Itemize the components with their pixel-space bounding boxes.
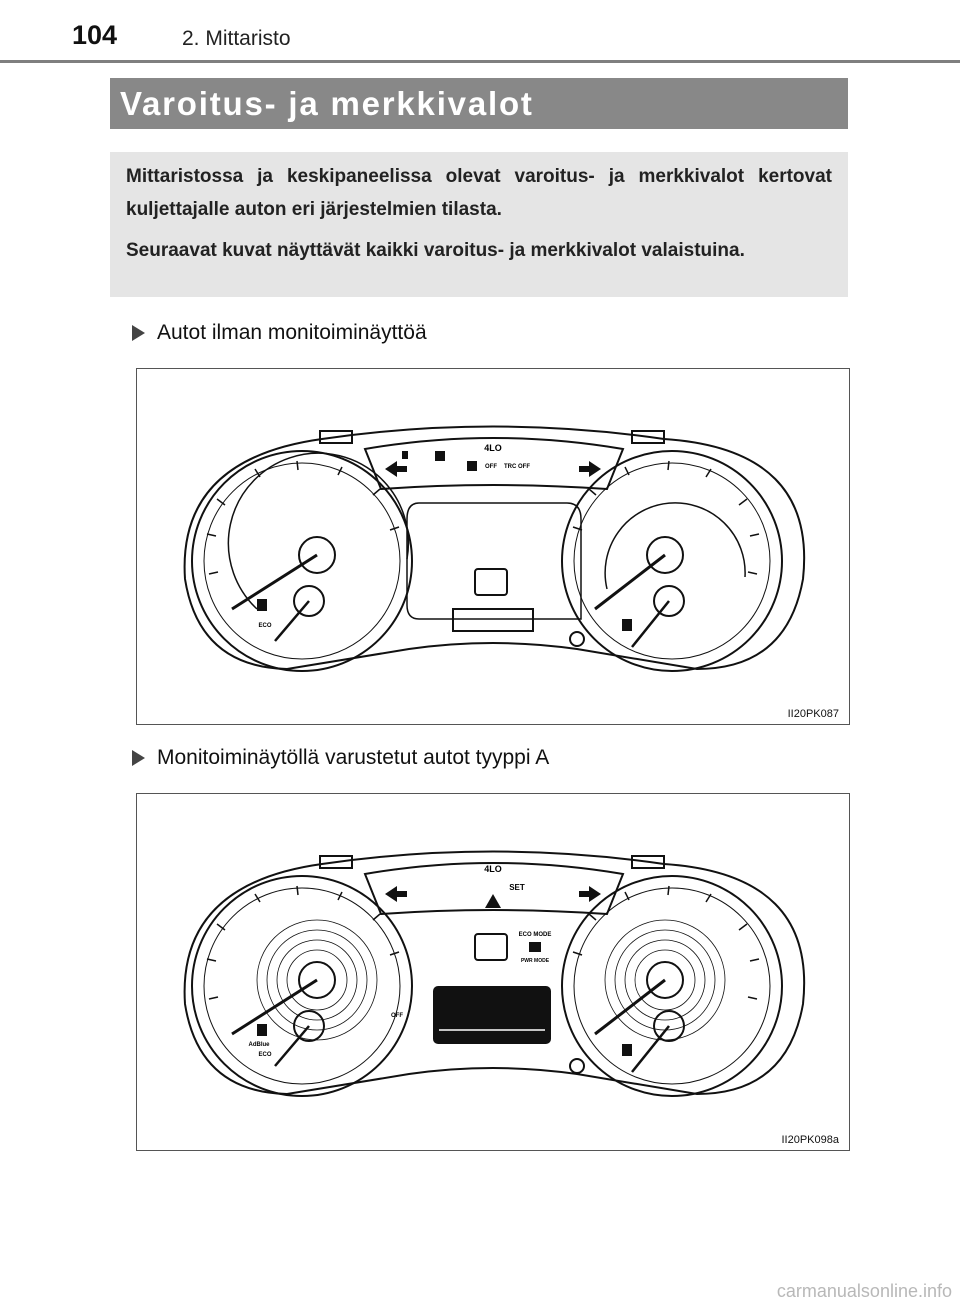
figure-1: 4LO OFF TRC OFF ECO II20PK087 <box>136 368 850 725</box>
indicator-off: OFF <box>391 1013 403 1019</box>
indicator-4lo: 4LO <box>484 443 502 453</box>
indicator-eco: ECO <box>258 623 271 629</box>
instrument-cluster-1-illustration: 4LO OFF TRC OFF ECO <box>183 425 806 672</box>
section-title: Varoitus- ja merkkivalot <box>110 78 848 129</box>
chapter-title: 2. Mittaristo <box>182 27 291 50</box>
figure-1-caption: Autot ilman monitoiminäyttöä <box>157 321 427 344</box>
figure-2-code: II20PK098a <box>781 1134 840 1146</box>
indicator-adblue: AdBlue <box>249 1042 271 1048</box>
indicator-set: SET <box>509 883 525 892</box>
figure-2: 4LO SET ECO MODE PWR MODE AdBlue ECO OFF… <box>136 793 850 1151</box>
indicator-pwr-mode: PWR MODE <box>521 958 550 964</box>
indicator-eco-mode: ECO MODE <box>519 932 552 938</box>
figure-2-caption-row: Monitoiminäytöllä varustetut autot tyypp… <box>132 746 549 770</box>
indicator-trc-off: TRC OFF <box>504 464 530 470</box>
indicator-off: OFF <box>485 464 497 470</box>
indicator-eco: ECO <box>258 1052 271 1058</box>
bullet-arrow-icon <box>132 750 145 766</box>
watermark: carmanualsonline.info <box>776 1281 952 1301</box>
intro-box: Mittaristossa ja keskipaneelissa olevat … <box>110 152 848 297</box>
figure-2-caption: Monitoiminäytöllä varustetut autot tyypp… <box>157 746 550 769</box>
bullet-arrow-icon <box>132 325 145 341</box>
indicator-4lo: 4LO <box>484 864 502 874</box>
figure-1-caption-row: Autot ilman monitoiminäyttöä <box>132 321 427 345</box>
figure-1-code: II20PK087 <box>787 708 839 720</box>
intro-paragraph-2: Seuraavat kuvat näyttävät kaikki varoitu… <box>126 240 745 261</box>
header-rule <box>0 60 960 63</box>
intro-paragraph-1: Mittaristossa ja keskipaneelissa olevat … <box>126 166 832 220</box>
instrument-cluster-2-illustration: 4LO SET ECO MODE PWR MODE AdBlue ECO OFF <box>183 850 806 1097</box>
page-number: 104 <box>72 20 118 50</box>
